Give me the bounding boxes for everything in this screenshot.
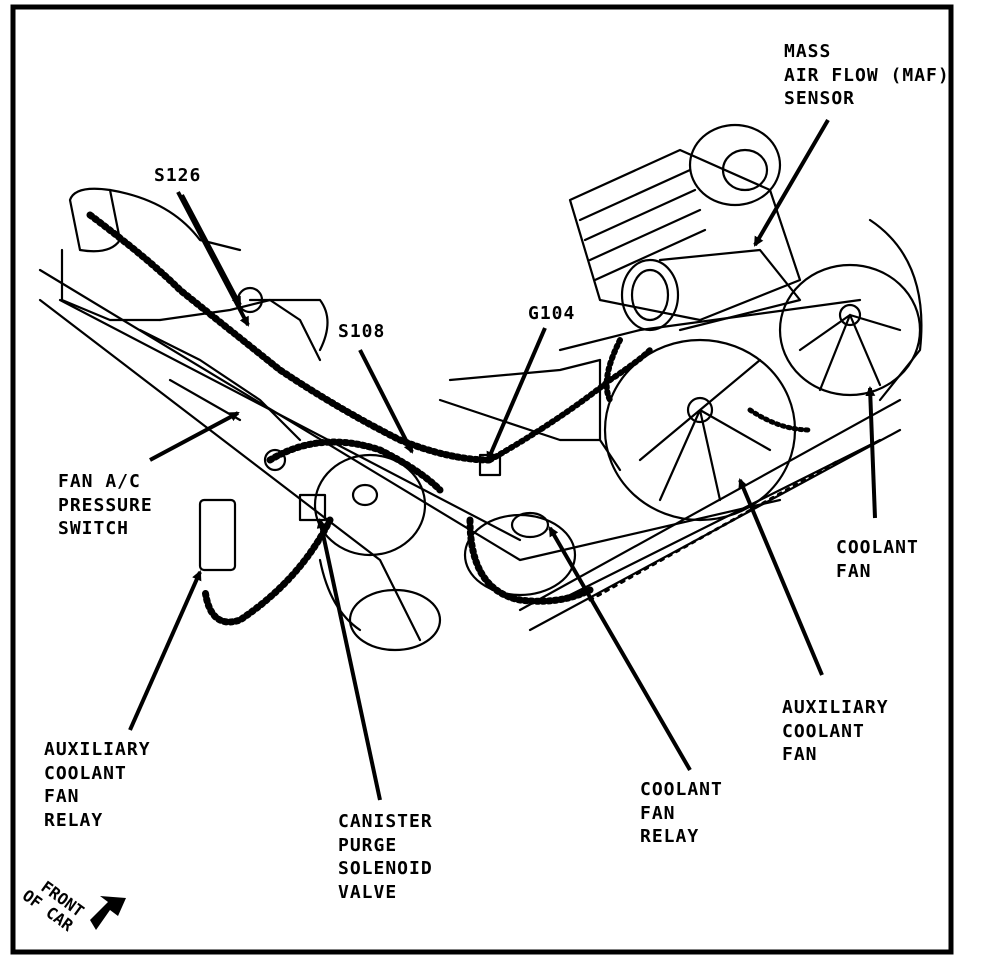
label-g104: G104 (528, 303, 576, 324)
pointer-lines (128, 118, 877, 801)
pointer-fan-ac (149, 411, 240, 462)
pointer-coolant-relay (548, 526, 692, 772)
diagram-border (10, 4, 954, 955)
pointer-aux-coolant-fan (738, 478, 824, 676)
pointer-coolant-fan (865, 386, 877, 519)
pointer-canister (316, 518, 382, 801)
pointer-aux-relay (128, 570, 202, 731)
engine-drawing (38, 123, 923, 652)
front-of-car-arrow (90, 896, 126, 930)
label-s126: S126 (154, 165, 202, 186)
pointer-s108 (358, 349, 414, 454)
pointer-s126-a (176, 191, 250, 327)
label-s108: S108 (338, 321, 386, 342)
pointer-s126-b (180, 194, 242, 307)
pointer-maf (753, 118, 830, 247)
pointer-g104 (486, 327, 547, 462)
